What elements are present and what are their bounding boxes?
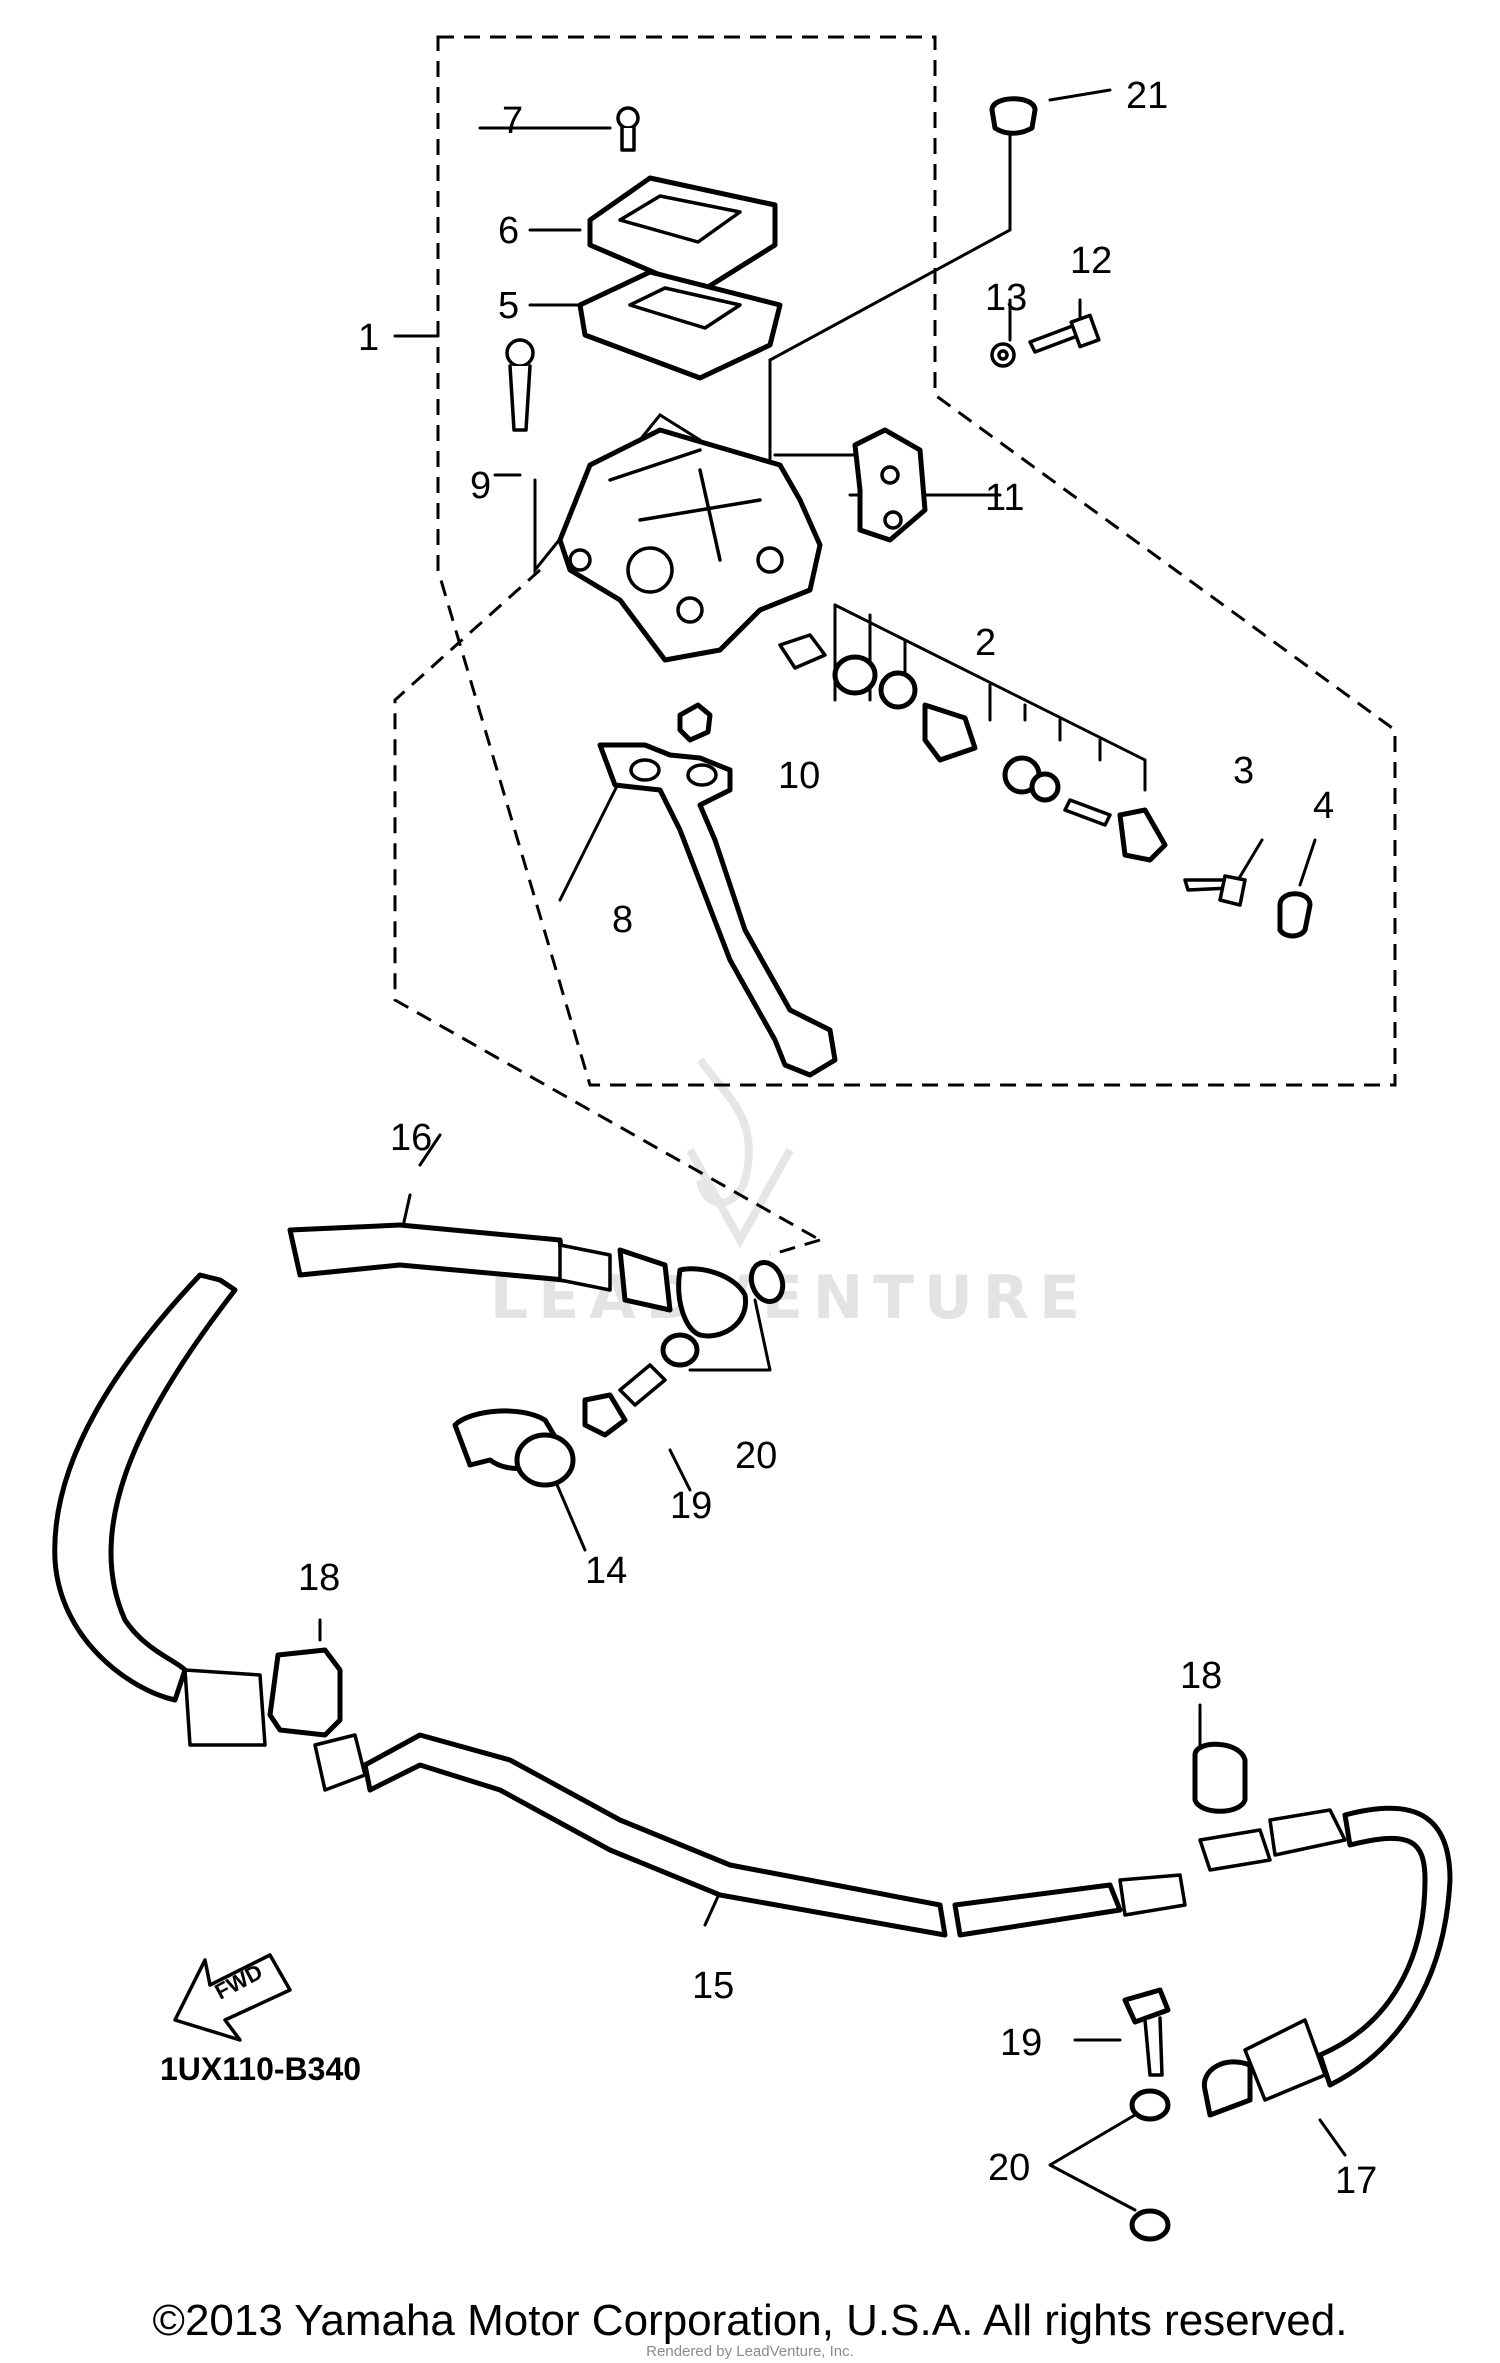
callout-4: 4 — [1313, 785, 1334, 827]
callout-21: 21 — [1126, 75, 1168, 117]
part-8-lever — [597, 742, 838, 1078]
part-3-bleed-screw — [1183, 874, 1247, 907]
callout-3: 3 — [1233, 750, 1254, 792]
callout-9: 9 — [470, 465, 491, 507]
callout-5: 5 — [498, 285, 519, 327]
part-20-washers-lower — [1129, 2088, 1171, 2242]
callout-13: 13 — [985, 277, 1027, 319]
hose-connector-dashed — [393, 568, 821, 1257]
callout-7: 7 — [502, 100, 523, 142]
callout-1: 1 — [358, 317, 379, 359]
part-16-brake-hose — [287, 1222, 748, 1339]
part-15-brake-hose — [52, 1272, 1187, 1938]
callout-16: 16 — [390, 1117, 432, 1159]
part-10-nut — [677, 702, 713, 743]
callout-18-left: 18 — [298, 1557, 340, 1599]
part-14-banjo-fitting — [452, 1408, 576, 1488]
assembly-1-boundary — [436, 35, 1397, 1087]
callout-14: 14 — [585, 1550, 627, 1592]
part-21-cap — [989, 96, 1038, 136]
part-17-brake-hose — [1198, 1805, 1453, 2118]
part-19-union-bolt-upper — [582, 1363, 667, 1438]
callout-6: 6 — [498, 210, 519, 252]
part-9-bolt — [505, 338, 535, 432]
part-18-grommet-left — [267, 1647, 343, 1738]
part-2-piston-kit — [778, 633, 1168, 863]
watermark-logo: LEADVENTURE — [490, 1057, 1080, 1333]
callout-labels: 1 2 3 4 5 6 7 8 9 10 11 12 13 14 15 16 1… — [298, 75, 1377, 2202]
part-1-master-cylinder-body — [557, 427, 823, 663]
part-7-screw — [616, 106, 640, 152]
callout-20-lower: 20 — [988, 2147, 1030, 2189]
part-6-reservoir-cap — [587, 175, 778, 295]
callout-2: 2 — [975, 622, 996, 664]
rendered-by-note: Rendered by LeadVenture, Inc. — [646, 2343, 854, 2360]
fwd-arrow-icon: FWD — [173, 1953, 292, 2042]
part-18-grommet-right — [1192, 1741, 1248, 1814]
leader-lines — [318, 88, 1347, 2212]
part-13-washer — [990, 342, 1016, 368]
part-20-washers-upper — [660, 1260, 786, 1368]
copyright-notice: ©2013 Yamaha Motor Corporation, U.S.A. A… — [152, 2296, 1348, 2345]
callout-19-upper: 19 — [670, 1485, 712, 1527]
part-19-union-bolt-lower — [1122, 1987, 1171, 2077]
callout-11: 11 — [985, 477, 1024, 519]
callout-19-lower: 19 — [1000, 2022, 1042, 2064]
callout-12: 12 — [1070, 240, 1112, 282]
part-5-diaphragm — [577, 269, 783, 381]
callout-15: 15 — [692, 1965, 734, 2007]
diagram-code: 1UX110-B340 — [160, 2051, 361, 2087]
callout-8: 8 — [612, 899, 633, 941]
callout-10: 10 — [778, 755, 820, 797]
callout-17: 17 — [1335, 2160, 1377, 2202]
part-4-bleed-cap — [1277, 891, 1313, 939]
part-12-screw — [1028, 313, 1101, 354]
callout-18-right: 18 — [1180, 1655, 1222, 1697]
callout-20-upper: 20 — [735, 1435, 777, 1477]
part-11-bracket — [852, 427, 928, 543]
